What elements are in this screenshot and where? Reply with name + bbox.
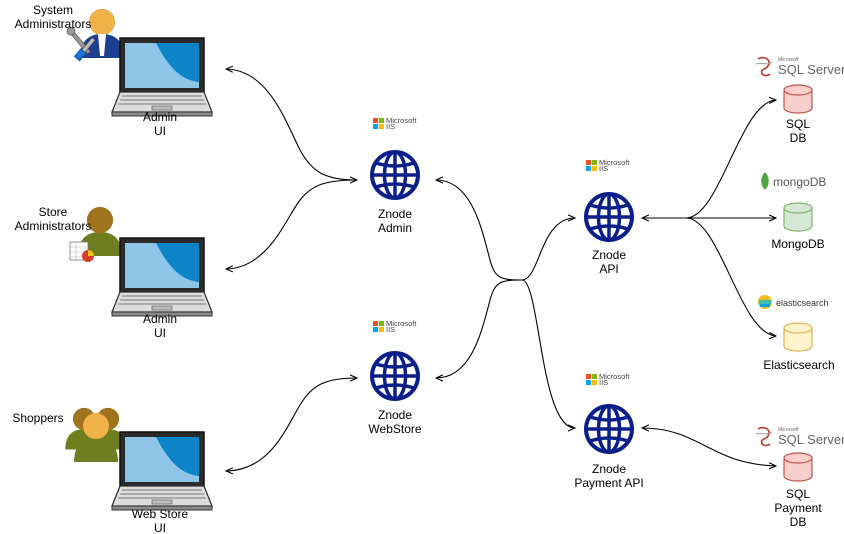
- elasticsearch-cylinder-icon: [783, 322, 813, 352]
- elasticsearch-logo: elasticsearch: [758, 295, 829, 309]
- svg-text:Microsoft: Microsoft: [386, 116, 417, 125]
- webstore-ui-laptop-icon: [111, 431, 213, 511]
- sql-payment-db-cylinder-icon: [783, 452, 813, 482]
- svg-text:Microsoft: Microsoft: [599, 158, 630, 167]
- edge-admin-ui-2: [226, 179, 358, 269]
- mongodb-label: MongoDB: [771, 237, 824, 251]
- znode-admin-globe-icon: [370, 150, 420, 200]
- sql-server-logo: Microsoft SQL Server: [755, 56, 844, 77]
- edge-webstore-to-hub: [436, 279, 523, 378]
- mongodb-logo: mongoDB: [761, 172, 826, 190]
- svg-text:SQL Server: SQL Server: [778, 62, 844, 77]
- admin-ui-1-laptop-icon: [111, 37, 213, 117]
- shoppers-icon: [65, 407, 127, 462]
- sql-db-cylinder-icon: [783, 84, 813, 114]
- svg-text:elasticsearch: elasticsearch: [776, 298, 829, 308]
- edge-hub-to-api: [521, 218, 575, 281]
- shoppers-label: Shoppers: [12, 411, 63, 425]
- admin-ui-2-laptop-icon: [111, 237, 213, 317]
- edge-admin-to-hub: [436, 180, 523, 281]
- iis-logo: Microsoft IIS: [586, 158, 630, 173]
- svg-text:IIS: IIS: [599, 164, 608, 173]
- svg-text:Microsoft: Microsoft: [778, 427, 799, 433]
- svg-text:IIS: IIS: [599, 378, 608, 387]
- svg-text:SQL Server: SQL Server: [778, 432, 844, 447]
- system-admin-icon: [66, 9, 124, 62]
- znode-payment-api-globe-icon: [584, 404, 634, 454]
- svg-text:Microsoft: Microsoft: [778, 57, 799, 63]
- sql-server-logo: Microsoft SQL Server: [755, 426, 844, 447]
- iis-logo: Microsoft IIS: [373, 116, 417, 131]
- svg-text:IIS: IIS: [386, 325, 395, 334]
- iis-logo: Microsoft IIS: [373, 319, 417, 334]
- store-admin-icon: [69, 207, 122, 262]
- edge-api-to-elastic: [685, 217, 776, 336]
- iis-logo: Microsoft IIS: [586, 372, 630, 387]
- edge-webstore-ui: [226, 378, 357, 471]
- edges: [226, 69, 776, 471]
- svg-text:Microsoft: Microsoft: [599, 372, 630, 381]
- edge-admin-ui-1: [226, 69, 357, 180]
- znode-webstore-globe-icon: [370, 351, 420, 401]
- edge-hub-to-payment: [521, 279, 575, 428]
- elasticsearch-label: Elasticsearch: [763, 358, 834, 372]
- znode-api-globe-icon: [584, 192, 634, 242]
- mongodb-cylinder-icon: [783, 202, 813, 232]
- svg-text:Microsoft: Microsoft: [386, 319, 417, 328]
- edge-api-to-sql: [642, 100, 776, 218]
- svg-text:IIS: IIS: [386, 122, 395, 131]
- svg-text:mongoDB: mongoDB: [773, 175, 826, 189]
- edge-payment-to-sql: [642, 428, 776, 466]
